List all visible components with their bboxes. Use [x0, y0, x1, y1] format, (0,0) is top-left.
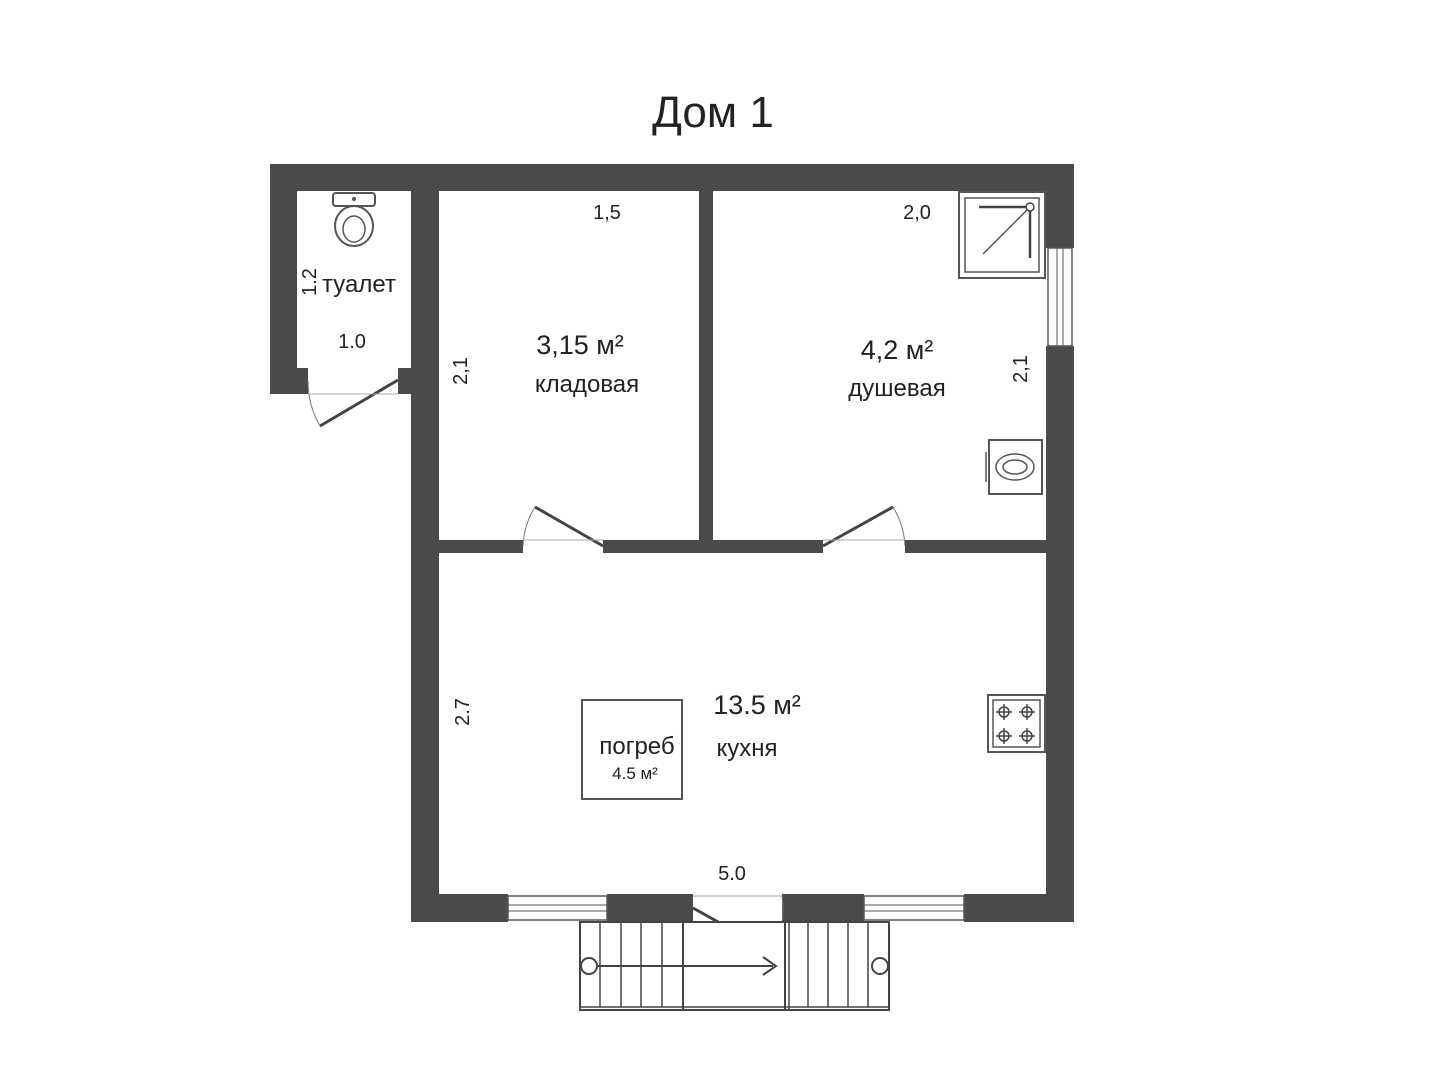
cellar-name: погреб	[599, 733, 674, 760]
shower-name: душевая	[848, 375, 945, 402]
shower-length: 2,1	[1010, 355, 1032, 383]
wall-partition-h2	[603, 540, 823, 553]
wall-bottom-1	[411, 894, 508, 922]
shower-area: 4,2 м²	[861, 335, 934, 365]
wall-top	[270, 164, 1074, 191]
cellar-area: 4.5 м²	[612, 764, 658, 783]
toilet-icon	[332, 192, 376, 247]
toilet-length: 1.2	[299, 268, 321, 296]
shower-tray-icon	[958, 191, 1046, 279]
storage-area: 3,15 м²	[536, 330, 624, 360]
wall-main-left	[411, 164, 439, 922]
kitchen-width: 5.0	[718, 863, 746, 885]
walls	[270, 164, 1074, 922]
wall-bottom-2	[607, 894, 693, 922]
door-toilet	[307, 378, 399, 428]
window-bottom-right	[863, 895, 965, 921]
stove-icon	[987, 694, 1046, 753]
storage-length: 2,1	[450, 357, 472, 385]
wall-toilet-left	[270, 164, 297, 394]
plan-title: Дом 1	[652, 88, 774, 137]
door-shower	[822, 505, 906, 548]
storage-name: кладовая	[535, 371, 639, 398]
wall-partition-h3	[905, 540, 1046, 553]
wall-partition-h1	[439, 540, 523, 553]
storage-width: 1,5	[593, 202, 621, 224]
wall-toilet-bottom-left	[270, 368, 308, 394]
wall-bottom-3	[782, 894, 864, 922]
windows	[507, 247, 1073, 921]
doors	[307, 378, 906, 954]
toilet-name: туалет	[322, 271, 396, 298]
wall-right-upper	[1046, 164, 1074, 248]
kitchen-length: 2.7	[452, 698, 474, 726]
window-right	[1047, 247, 1073, 347]
wall-toilet-bottom-right	[398, 368, 412, 394]
window-bottom-left	[507, 895, 608, 921]
kitchen-area: 13.5 м²	[713, 690, 801, 720]
toilet-width: 1.0	[338, 331, 366, 353]
kitchen-name: кухня	[716, 735, 777, 762]
wall-right-lower	[1046, 346, 1074, 922]
wall-partition-vertical	[699, 191, 713, 553]
door-storage	[522, 505, 604, 548]
shower-width: 2,0	[903, 202, 931, 224]
cellar-box	[581, 699, 683, 800]
stairs-icon	[579, 921, 890, 1011]
wall-bottom-4	[964, 894, 1074, 922]
washing-machine-icon	[985, 439, 1043, 495]
